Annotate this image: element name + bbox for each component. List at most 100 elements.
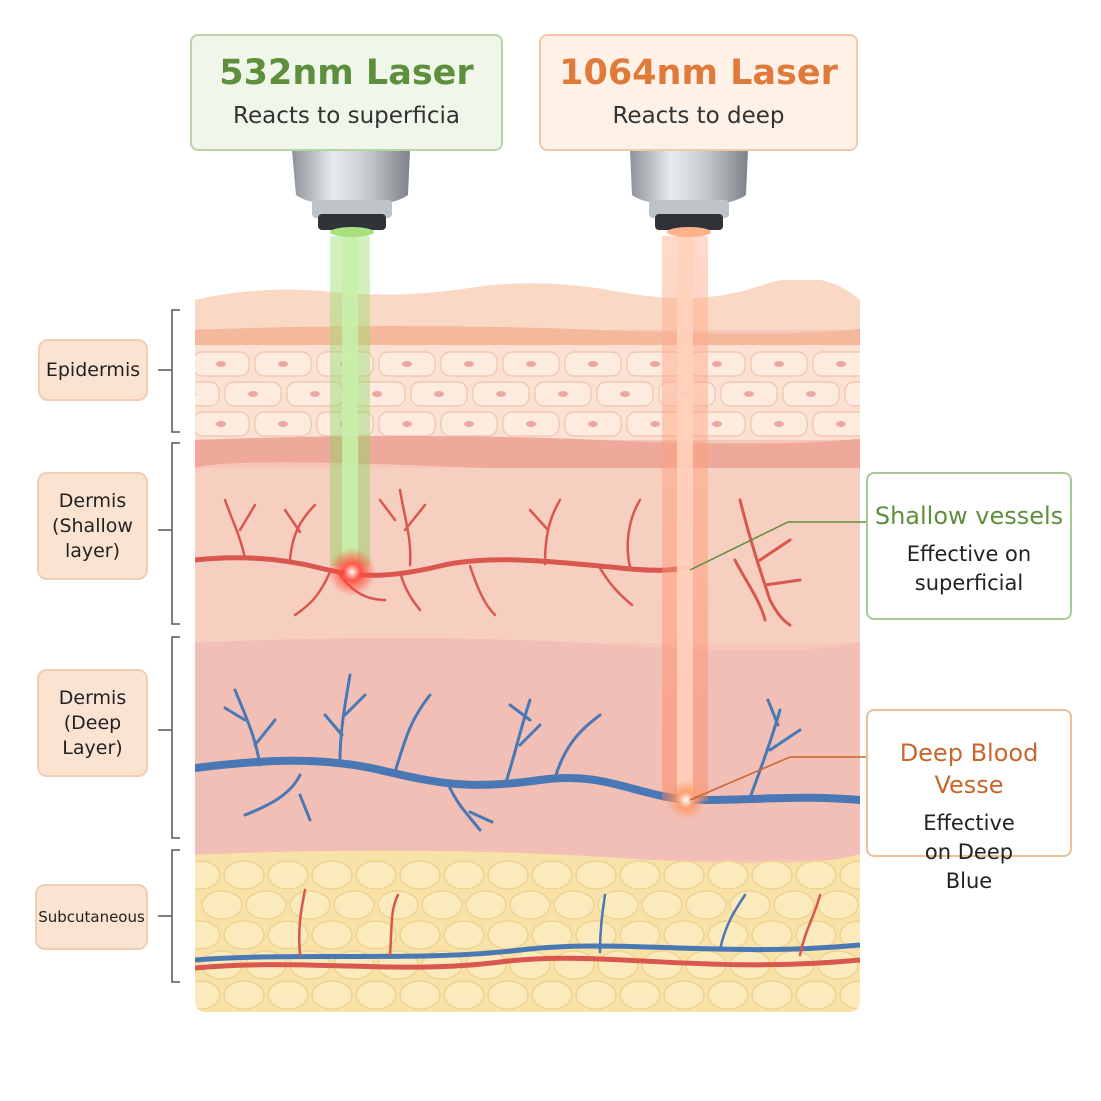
laser-title-1064: 1064nm Laser (541, 50, 856, 96)
cell-nucleus (402, 361, 412, 367)
fat-cell (224, 981, 264, 1009)
cell-nucleus (248, 391, 258, 397)
fat-cell (554, 891, 594, 919)
fat-cell (444, 981, 484, 1009)
fat-cell (510, 891, 550, 919)
epidermis-cell (845, 382, 901, 406)
fat-cell (356, 861, 396, 889)
fat-cell (510, 951, 550, 979)
fat-cell (400, 921, 440, 949)
cell-nucleus (806, 391, 816, 397)
cell-nucleus (588, 361, 598, 367)
fat-cell (598, 951, 638, 979)
layer-label-text: Epidermis (46, 358, 140, 383)
laser-subtitle-532: Reacts to superficia (192, 100, 501, 132)
layer-label-text: Dermis (Shallow layer) (45, 489, 140, 564)
fat-cell (268, 861, 308, 889)
fat-cell (180, 921, 220, 949)
cell-nucleus (836, 361, 846, 367)
fat-cell (312, 861, 352, 889)
fat-cell (268, 981, 308, 1009)
fat-cell (796, 981, 836, 1009)
laser-box-1064: 1064nm Laser Reacts to deep (539, 34, 858, 151)
cell-nucleus (402, 421, 412, 427)
layer-label-dermis-shallow: Dermis (Shallow layer) (37, 472, 148, 580)
cell-nucleus (836, 421, 846, 427)
fat-cell (488, 921, 528, 949)
fat-cell (180, 861, 220, 889)
fat-cell (686, 891, 726, 919)
fat-cell (532, 861, 572, 889)
fat-cell (202, 891, 242, 919)
cell-nucleus (464, 421, 474, 427)
cell-nucleus (216, 421, 226, 427)
layer-brackets (158, 310, 180, 982)
cell-nucleus (526, 421, 536, 427)
cell-nucleus (774, 361, 784, 367)
layer-label-dermis-deep: Dermis (Deep Layer) (37, 669, 148, 777)
fat-cell (488, 861, 528, 889)
cell-nucleus (868, 391, 878, 397)
fat-cell (400, 981, 440, 1009)
cell-nucleus (496, 391, 506, 397)
orange-laser-beam (662, 236, 708, 801)
fat-cell (818, 891, 858, 919)
cell-nucleus (526, 361, 536, 367)
cell-nucleus (650, 421, 660, 427)
callout-subtitle-shallow: Effective on superficial (868, 540, 1070, 598)
fat-cell (752, 981, 792, 1009)
cell-nucleus (650, 361, 660, 367)
skin-surface (190, 280, 865, 330)
fat-cell (312, 921, 352, 949)
fat-cell (224, 861, 264, 889)
callout-title-deep: Deep Blood Vesse (868, 737, 1070, 801)
green-laser-beam (330, 236, 370, 566)
cell-nucleus (464, 361, 474, 367)
layer-label-text: Subcutaneous (38, 905, 145, 930)
fat-cell (796, 861, 836, 889)
fat-cell (444, 921, 484, 949)
cell-nucleus (310, 391, 320, 397)
fat-cell (224, 921, 264, 949)
fat-cell (444, 861, 484, 889)
fat-cell (422, 891, 462, 919)
cell-nucleus (278, 361, 288, 367)
laser-box-532: 532nm Laser Reacts to superficia (190, 34, 503, 151)
laser-handpiece-icon (292, 150, 410, 237)
fat-cell (466, 891, 506, 919)
fat-cell (774, 891, 814, 919)
fat-cell (312, 981, 352, 1009)
fat-cell (576, 981, 616, 1009)
callout-title-shallow: Shallow vessels (868, 500, 1070, 532)
callout-deep-vessels: Deep Blood Vesse Effective on Deep Blue (866, 709, 1072, 857)
fat-cell (664, 861, 704, 889)
fat-cell (356, 981, 396, 1009)
callout-subtitle-deep: Effective on Deep Blue (868, 809, 1070, 896)
cell-nucleus (774, 421, 784, 427)
fat-cell (532, 981, 572, 1009)
fat-cell (840, 981, 880, 1009)
cell-nucleus (712, 421, 722, 427)
cell-nucleus (278, 421, 288, 427)
fat-cell (620, 861, 660, 889)
cell-nucleus (372, 391, 382, 397)
callout-shallow-vessels: Shallow vessels Effective on superficial (866, 472, 1072, 620)
fat-cell (664, 981, 704, 1009)
cell-nucleus (588, 421, 598, 427)
cell-nucleus (558, 391, 568, 397)
fat-cell (334, 891, 374, 919)
fat-cell (290, 891, 330, 919)
cell-nucleus (712, 361, 722, 367)
laser-subtitle-1064: Reacts to deep (541, 100, 856, 132)
orange-laser-hotspot-icon (666, 780, 706, 820)
fat-cell (708, 861, 748, 889)
fat-cell (708, 981, 748, 1009)
laser-handpiece-icon (630, 150, 748, 237)
cell-nucleus (186, 391, 196, 397)
cell-nucleus (216, 361, 226, 367)
skin-block (163, 280, 901, 1020)
fat-cell (664, 921, 704, 949)
green-laser-hotspot-icon (328, 548, 376, 596)
deep-dermis-region (190, 638, 865, 860)
